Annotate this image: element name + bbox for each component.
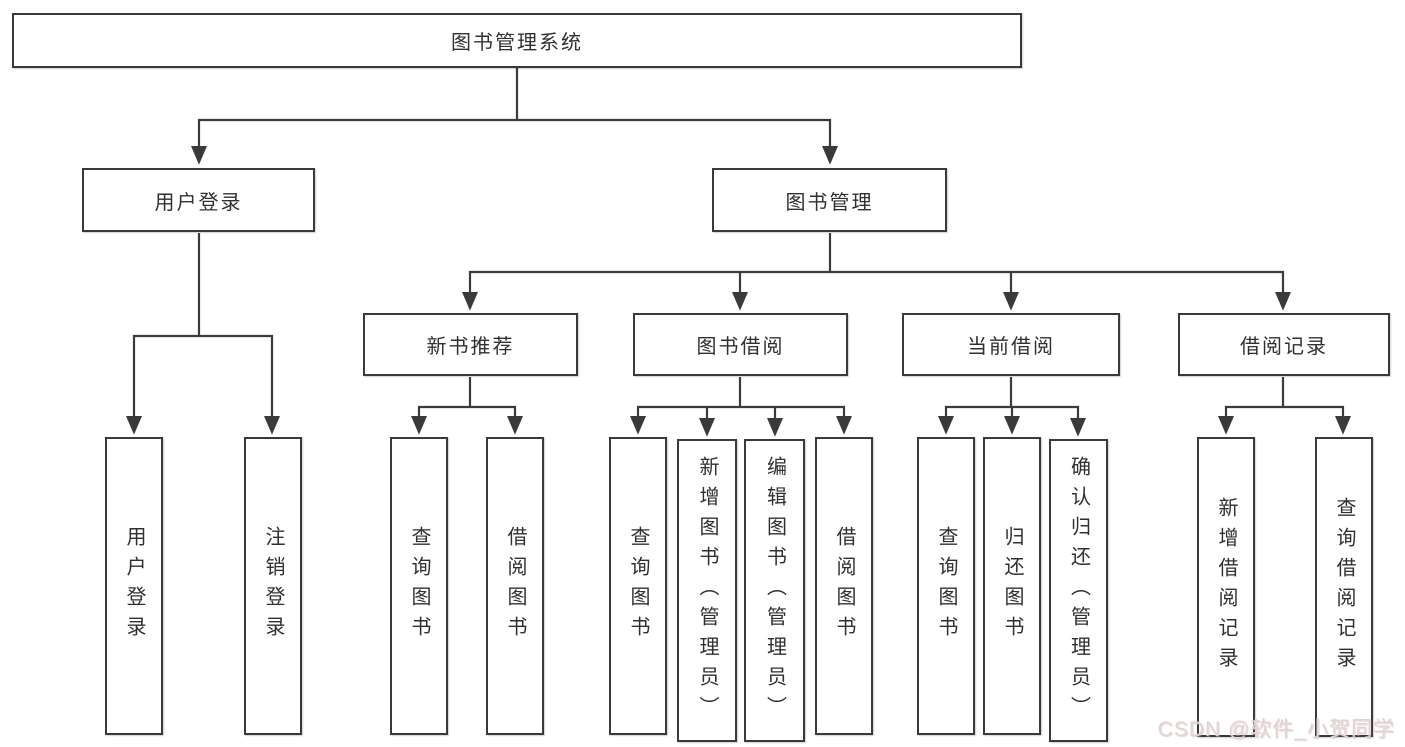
leaf-newbook-query-label: 查询图书 (408, 526, 430, 646)
leaf-current-query: 查询图书 (917, 437, 975, 735)
leaf-borrow-query: 查询图书 (609, 437, 667, 735)
node-book-management: 图书管理 (712, 168, 947, 232)
leaf-newbook-borrow: 借阅图书 (486, 437, 544, 735)
leaf-query-borrow-record: 查询借阅记录 (1315, 437, 1373, 737)
leaf-add-borrow-record: 新增借阅记录 (1197, 437, 1255, 737)
leaf-newbook-borrow-label: 借阅图书 (504, 526, 526, 646)
node-root: 图书管理系统 (12, 13, 1022, 68)
node-book-borrow: 图书借阅 (633, 313, 848, 376)
leaf-borrow-book: 借阅图书 (815, 437, 873, 735)
node-book-borrow-label: 图书借阅 (696, 336, 785, 358)
leaf-query-borrow-record-label: 查询借阅记录 (1333, 497, 1355, 677)
leaf-current-query-label: 查询图书 (935, 526, 957, 646)
node-current-borrow: 当前借阅 (902, 313, 1120, 376)
node-book-management-label: 图书管理 (785, 191, 874, 214)
node-root-label: 图书管理系统 (451, 32, 583, 54)
leaf-logout-label: 注销登录 (262, 526, 284, 646)
leaf-return-book: 归还图书 (983, 437, 1041, 735)
leaf-borrow-add-book-admin-label: 新增图书（管理员） (696, 455, 718, 726)
leaf-user-login-label: 用户登录 (123, 526, 145, 646)
leaf-borrow-query-label: 查询图书 (627, 526, 649, 646)
leaf-user-login: 用户登录 (105, 437, 163, 735)
node-user-login: 用户登录 (82, 168, 315, 232)
node-new-book-recommend-label: 新书推荐 (426, 336, 515, 358)
node-current-borrow-label: 当前借阅 (967, 336, 1055, 358)
leaf-return-book-label: 归还图书 (1001, 526, 1023, 646)
leaf-logout: 注销登录 (244, 437, 302, 735)
leaf-newbook-query: 查询图书 (390, 437, 448, 735)
leaf-borrow-edit-book-admin: 编辑图书（管理员） (744, 439, 805, 742)
leaf-borrow-add-book-admin: 新增图书（管理员） (677, 439, 737, 742)
node-user-login-label: 用户登录 (154, 191, 243, 214)
leaf-confirm-return-admin-label: 确认归还（管理员） (1067, 455, 1090, 726)
node-borrow-records: 借阅记录 (1178, 313, 1390, 376)
node-new-book-recommend: 新书推荐 (363, 313, 578, 376)
leaf-add-borrow-record-label: 新增借阅记录 (1215, 497, 1237, 677)
leaf-borrow-edit-book-admin-label: 编辑图书（管理员） (763, 455, 786, 726)
node-borrow-records-label: 借阅记录 (1240, 336, 1328, 358)
leaf-borrow-book-label: 借阅图书 (833, 526, 855, 646)
leaf-confirm-return-admin: 确认归还（管理员） (1049, 439, 1108, 742)
